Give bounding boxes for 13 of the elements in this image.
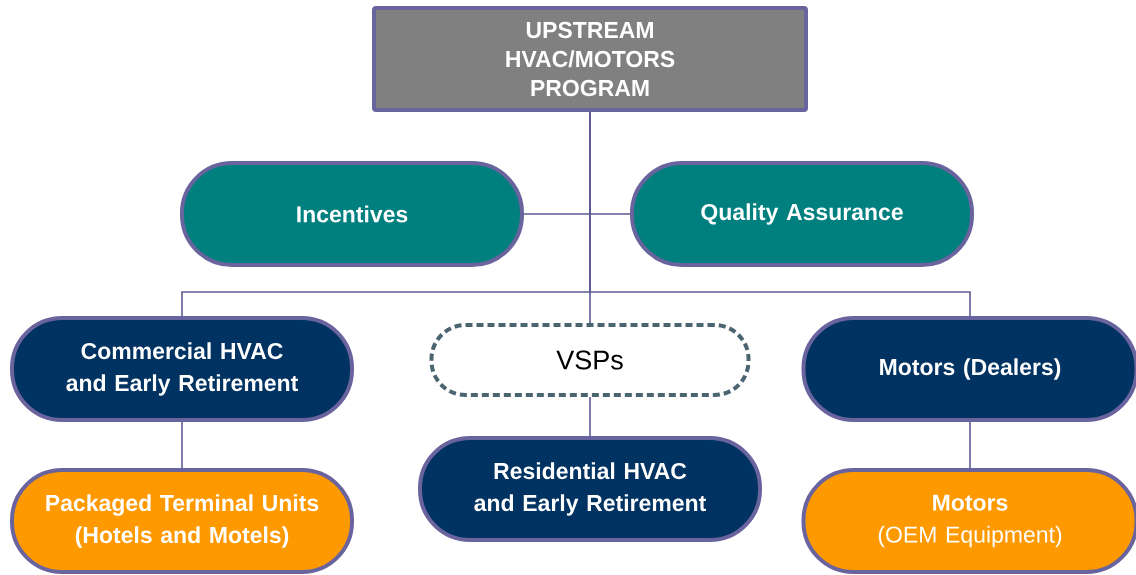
program-pill: Residential HVAC and Early Retirement	[418, 436, 762, 542]
connector-line	[969, 421, 971, 469]
program-pill: Motors (Dealers)	[801, 316, 1136, 422]
connector-line	[589, 396, 591, 437]
program-box: UPSTREAM HVAC/MOTORS PROGRAM	[372, 6, 808, 112]
program-pill: Packaged Terminal Units (Hotels and Motels)	[10, 468, 354, 574]
program-pill: Motors (OEM Equipment)	[801, 468, 1136, 574]
program-pill: Commercial HVAC and Early Retirement	[10, 316, 354, 422]
category-pill: Quality Assurance	[630, 161, 974, 267]
program-pill: VSPs	[429, 323, 751, 397]
connector-line	[589, 111, 971, 317]
category-pill: Incentives	[180, 161, 524, 267]
connector-line	[181, 421, 183, 469]
